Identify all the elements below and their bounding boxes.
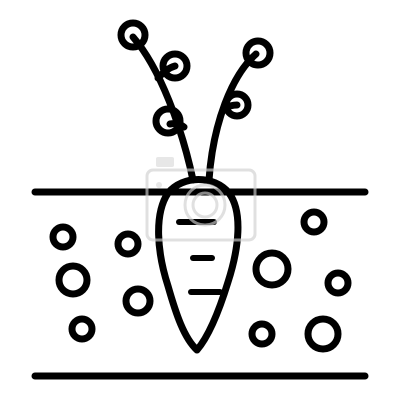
left-sprout: [117, 19, 197, 184]
pebble-icon: [248, 320, 276, 348]
pebble-icon: [55, 262, 91, 298]
bead-icon: [159, 50, 191, 82]
pebble-icon: [49, 223, 77, 251]
right-sprout: [205, 37, 274, 184]
watermark-lens-inner: [191, 191, 219, 219]
bead-icon: [117, 19, 149, 51]
bead-icon: [222, 90, 252, 120]
watermark-dot: [156, 182, 162, 188]
pebble-icon: [304, 315, 342, 353]
left-sprout-stem: [129, 33, 197, 184]
bead-icon: [152, 105, 184, 137]
carrot-icon: [155, 176, 242, 354]
soil-pebbles: [49, 208, 352, 353]
bead-icon: [242, 37, 274, 69]
carrot-body: [155, 176, 242, 354]
pebble-icon: [68, 315, 96, 343]
pebble-icon: [114, 230, 142, 258]
pebble-icon: [122, 285, 154, 317]
pebble-icon: [252, 249, 292, 289]
pebble-icon: [324, 269, 352, 297]
watermark-flash: [156, 157, 174, 167]
pebble-icon: [300, 208, 328, 236]
camera-watermark-icon: [145, 157, 257, 242]
watermark-lens-outer: [183, 183, 227, 227]
watermark-frame: [145, 168, 257, 242]
